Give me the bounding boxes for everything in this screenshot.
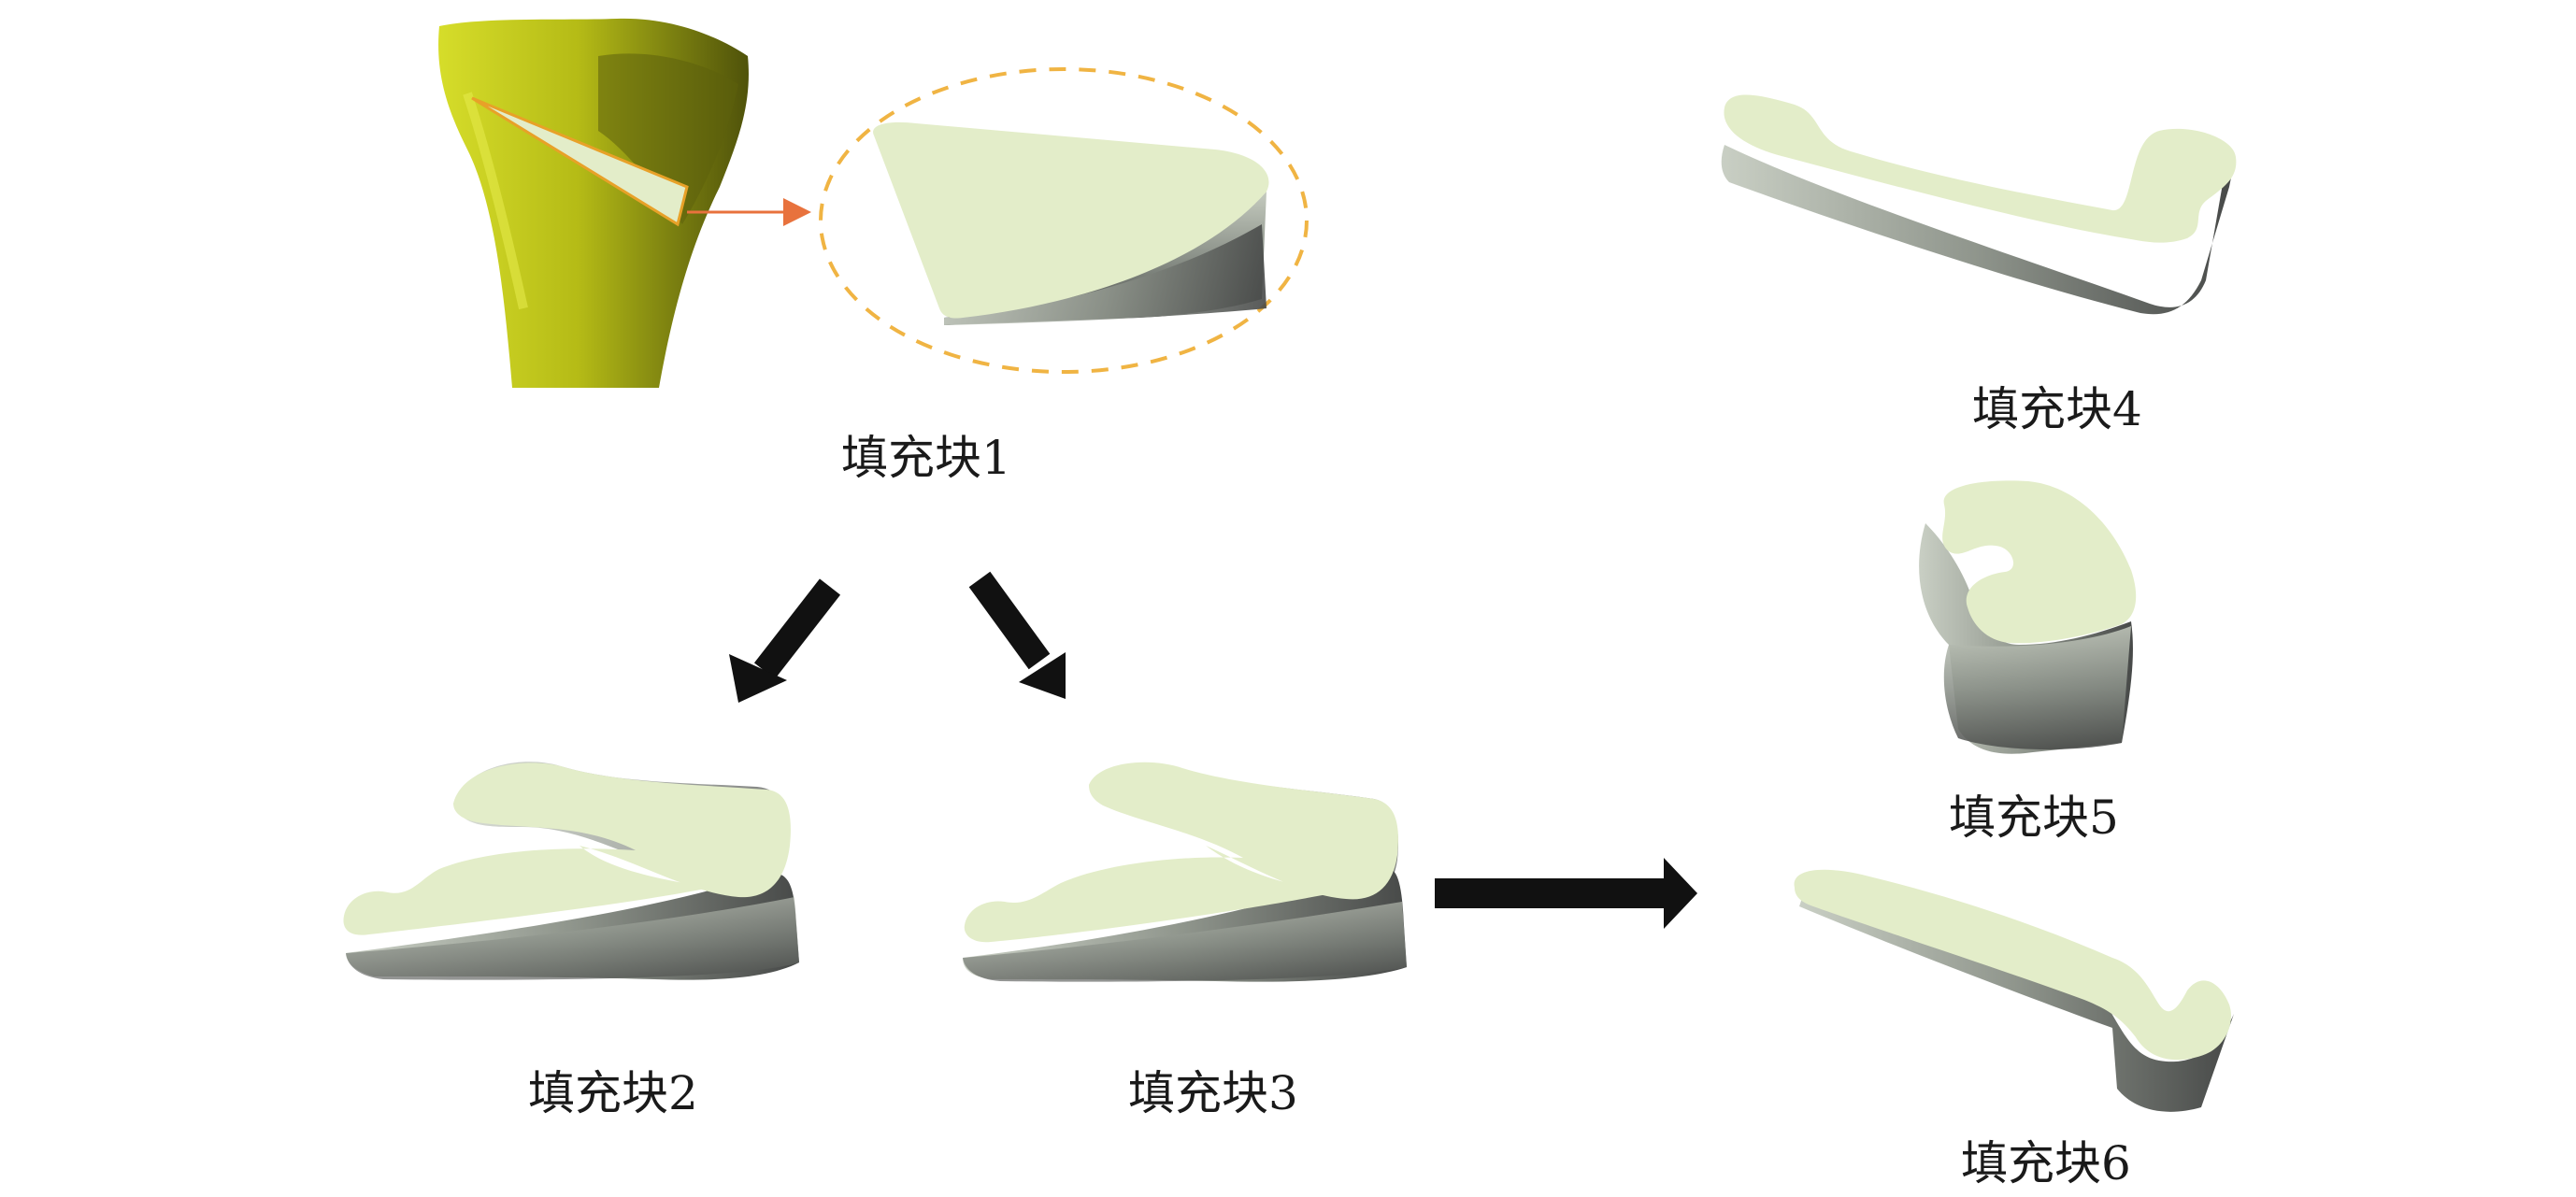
arrow-to-right-column (1435, 858, 1697, 929)
osteotomy-wedge (471, 96, 689, 227)
block1-label: 填充块1 (841, 431, 1011, 485)
block2-shape (343, 762, 799, 980)
block1-shape (873, 121, 1269, 325)
arrow-to-block2 (729, 578, 841, 703)
arrow-to-block3 (968, 571, 1066, 699)
block4-label: 填充块4 (1972, 382, 2142, 436)
block4-shape (1721, 94, 2237, 315)
block5-label: 填充块5 (1949, 791, 2119, 845)
tibia-bone-image (438, 18, 749, 389)
block3-label: 填充块3 (1128, 1066, 1298, 1120)
block5-shape (1919, 480, 2137, 754)
block3-shape (963, 762, 1407, 982)
block6-shape (1794, 869, 2234, 1112)
block1-highlight-ellipse (819, 67, 1309, 374)
block2-label: 填充块2 (528, 1066, 698, 1120)
block6-label: 填充块6 (1961, 1136, 2131, 1190)
